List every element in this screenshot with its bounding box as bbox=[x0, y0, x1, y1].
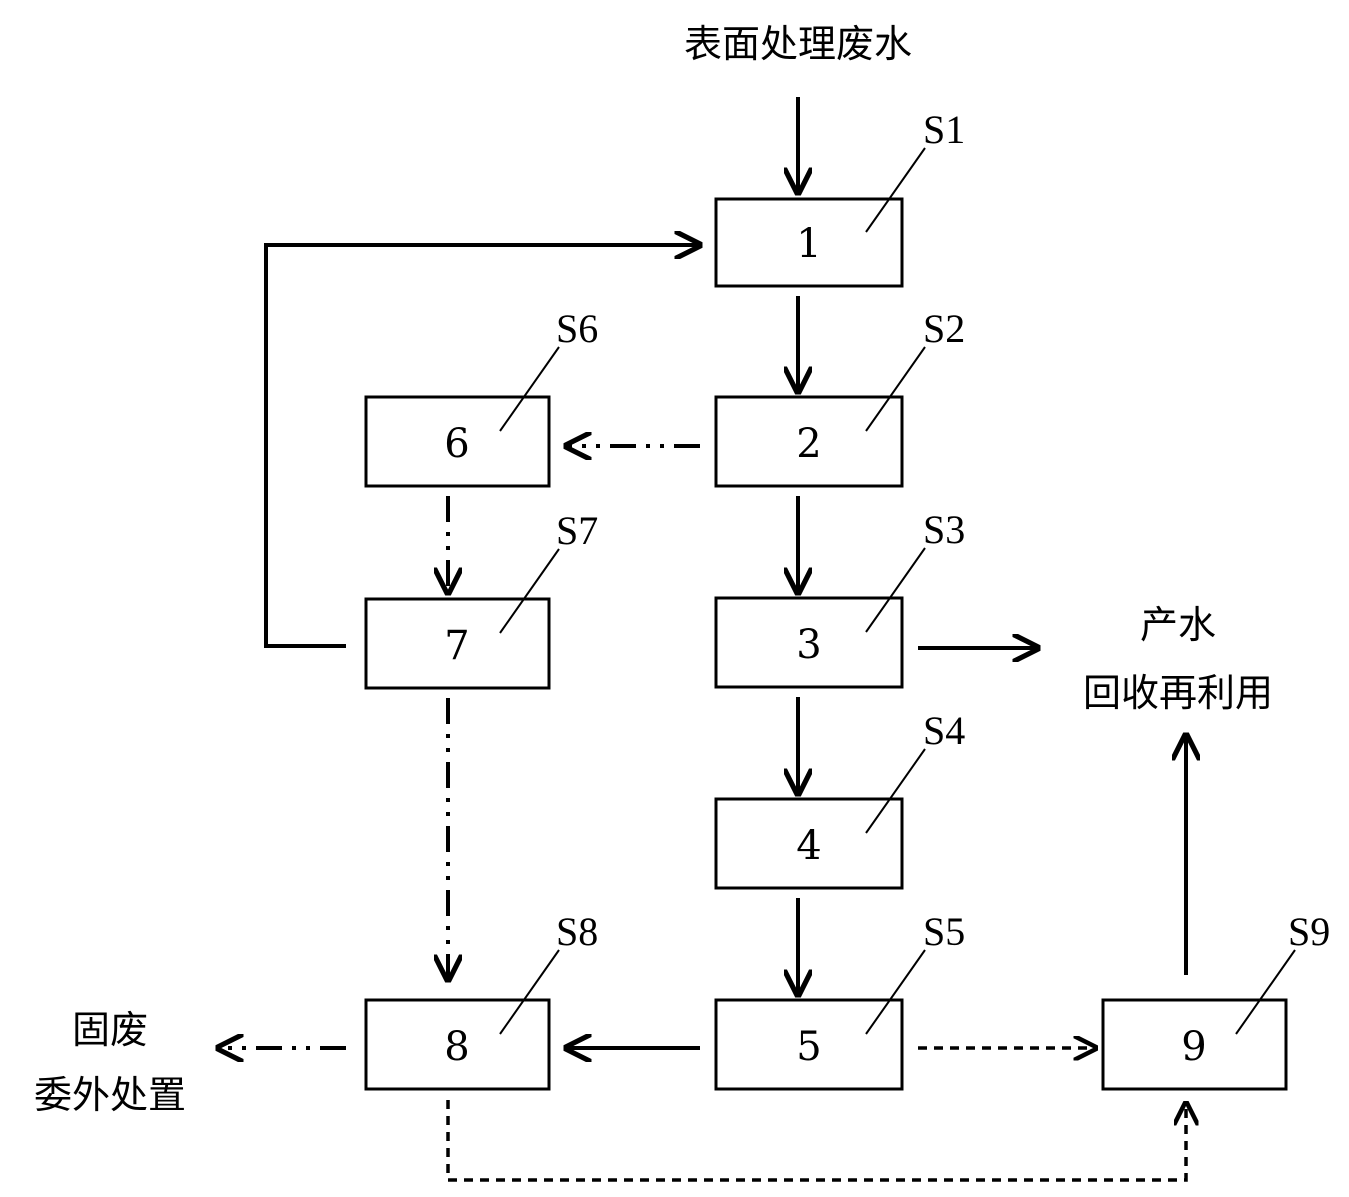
unit-3-number: 3 bbox=[796, 622, 821, 668]
unit-6: 6 S6 bbox=[364, 306, 598, 488]
product-label-line1: 产水 bbox=[1140, 603, 1216, 647]
unit-6-step-label: S6 bbox=[556, 306, 598, 351]
unit-7-number: 7 bbox=[444, 623, 469, 669]
flow-8-to-9 bbox=[446, 1100, 1186, 1182]
unit-2: 2 S2 bbox=[714, 306, 965, 488]
unit-9-number: 9 bbox=[1181, 1024, 1206, 1070]
input-label: 表面处理废水 bbox=[684, 22, 912, 66]
unit-7-step-label: S7 bbox=[556, 508, 598, 553]
unit-1-number: 1 bbox=[796, 221, 821, 267]
unit-3-step-label: S3 bbox=[923, 507, 965, 552]
unit-1-step-label: S1 bbox=[923, 107, 965, 152]
unit-6-number: 6 bbox=[444, 421, 469, 467]
unit-2-step-label: S2 bbox=[923, 306, 965, 351]
unit-5-step-label: S5 bbox=[923, 909, 965, 954]
unit-5-number: 5 bbox=[796, 1024, 821, 1070]
unit-9-step-label: S9 bbox=[1288, 909, 1330, 954]
unit-3: 3 S3 bbox=[714, 507, 965, 689]
unit-8-step-label: S8 bbox=[556, 909, 598, 954]
unit-5: 5 S5 bbox=[714, 909, 965, 1091]
solid-waste-label-line1: 固废 bbox=[72, 1008, 148, 1052]
unit-2-number: 2 bbox=[796, 421, 821, 467]
unit-9: 9 S9 bbox=[1101, 909, 1330, 1091]
unit-4-number: 4 bbox=[796, 823, 821, 869]
unit-1: 1 S1 bbox=[714, 107, 965, 288]
unit-8-number: 8 bbox=[444, 1024, 469, 1070]
unit-4: 4 S4 bbox=[714, 708, 965, 890]
unit-8: 8 S8 bbox=[364, 909, 598, 1091]
unit-4-step-label: S4 bbox=[923, 708, 965, 753]
flow-7-to-1 bbox=[264, 245, 700, 648]
unit-7: 7 S7 bbox=[364, 508, 598, 690]
product-label-line2: 回收再利用 bbox=[1083, 671, 1273, 715]
solid-waste-label-line2: 委外处置 bbox=[34, 1073, 186, 1117]
